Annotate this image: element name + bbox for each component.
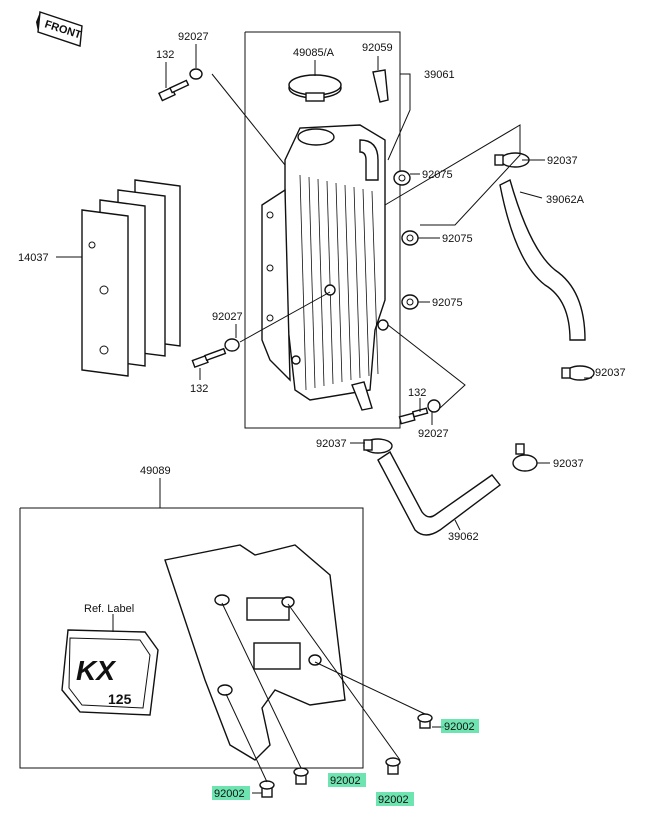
clamp-92037-d (512, 443, 538, 472)
leader-lines (56, 44, 592, 794)
radiator-side-bracket (261, 188, 291, 382)
radiator-fin-line (353, 186, 361, 379)
highlight-92002-c (328, 773, 366, 787)
radiator-shroud (164, 544, 346, 761)
label-92002-b: 92002 (214, 788, 245, 800)
bolt-132-right (398, 399, 441, 425)
label-92002-c: 92002 (330, 775, 361, 787)
label-92075-c: 92075 (432, 297, 463, 309)
label-92075-a: 92075 (422, 169, 453, 181)
label-39061: 39061 (424, 69, 455, 81)
radiator-fin-line (335, 182, 343, 383)
hose-39062a (499, 178, 586, 341)
radiator-louver (81, 179, 181, 377)
radiator (261, 124, 389, 411)
label-49089: 49089 (140, 465, 171, 477)
highlight-92002-a (441, 719, 479, 733)
label-92037-b: 92037 (595, 367, 626, 379)
label-92002-a: 92002 (444, 721, 475, 733)
label-14037: 14037 (18, 252, 49, 264)
label-39062A: 39062A (546, 194, 585, 206)
decal-brand-text: KX (76, 655, 117, 686)
radiator-fin-line (371, 190, 379, 375)
bolt-132-mid (191, 338, 240, 369)
kx-decal: KX 125 (61, 629, 159, 716)
label-39062: 39062 (448, 531, 479, 543)
lower-outlet-pipe (351, 381, 373, 411)
label-92037-a: 92037 (547, 155, 578, 167)
label-132-top: 132 (156, 49, 174, 61)
bolt-132-top (158, 68, 203, 102)
label-49085: 49085/A (293, 47, 335, 59)
upper-outlet-pipe (359, 139, 379, 181)
screw-92002-b (259, 780, 275, 798)
damper-92075-a (393, 170, 411, 186)
clamp-92037-b (561, 365, 595, 381)
front-badge: FRONT (36, 11, 83, 47)
decal-model-text: 125 (108, 691, 132, 707)
label-92075-b: 92075 (442, 233, 473, 245)
radiator-fin-line (317, 178, 325, 387)
label-92059: 92059 (362, 42, 393, 54)
radiator-fin-line (362, 188, 370, 377)
radiator-frame (244, 31, 401, 429)
radiator-fin-line (344, 184, 352, 381)
screw-92002-c (293, 767, 309, 785)
hose-39062 (377, 450, 501, 536)
label-92037-c: 92037 (316, 438, 347, 450)
radiator-fin-line (326, 180, 334, 385)
label-92027-right: 92027 (418, 428, 449, 440)
overflow-tube (372, 69, 389, 103)
damper-92075-b (401, 230, 419, 246)
shroud-frame (19, 507, 364, 769)
damper-92075-c (401, 294, 419, 310)
radiator-fins (299, 174, 379, 391)
label-ref-label: Ref. Label (84, 603, 134, 615)
clamp-92037-c (363, 438, 393, 454)
screw-92002-d (385, 757, 401, 775)
highlight-92002-d (376, 792, 414, 806)
label-92037-d: 92037 (553, 458, 584, 470)
radiator-fin-line (308, 176, 316, 389)
label-132-mid: 132 (190, 383, 208, 395)
label-92002-d: 92002 (378, 794, 409, 806)
radiator-cap (288, 74, 342, 102)
screw-92002-a (417, 713, 433, 729)
label-92027-mid: 92027 (212, 311, 243, 323)
highlight-92002-b (212, 786, 250, 800)
radiator-fin-line (299, 174, 307, 391)
label-132-right: 132 (408, 387, 426, 399)
label-92027-top: 92027 (178, 31, 209, 43)
filler-neck (297, 128, 335, 146)
